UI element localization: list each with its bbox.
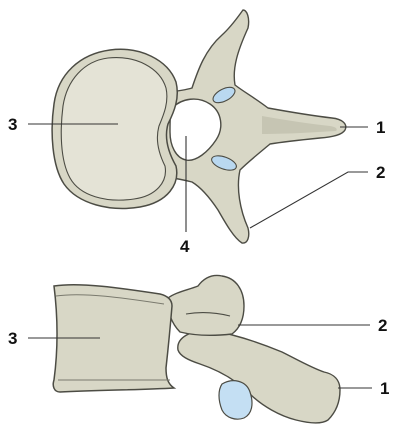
side-view-vertebra [53,275,340,423]
label-side-3: 3 [8,330,17,347]
side-view-superior-articular-process [168,275,244,335]
label-top-2: 2 [376,164,385,181]
label-top-3: 3 [8,116,17,133]
top-view-body-surface [61,58,167,201]
top-view-vertebra [52,10,346,243]
label-top-1: 1 [376,119,385,136]
side-view-spinous-process [178,330,340,423]
top-leader-2 [250,172,368,228]
label-top-4: 4 [180,238,189,255]
label-side-1: 1 [380,380,389,397]
side-view-inferior-facet [219,381,252,419]
label-side-2: 2 [378,317,387,334]
